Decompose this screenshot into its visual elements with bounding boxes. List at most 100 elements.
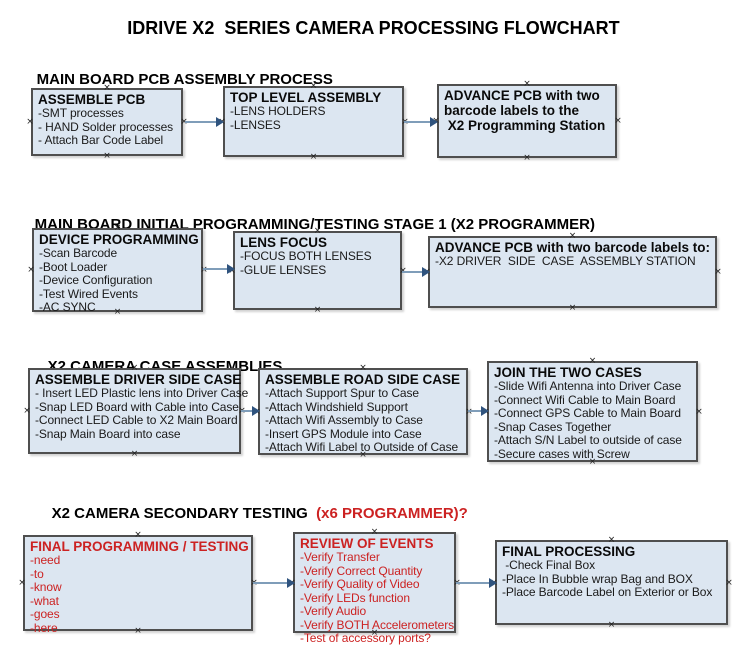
box-line: -Attach Windshield Support: [265, 399, 408, 414]
anchor-x-icon: ×: [370, 527, 379, 537]
anchor-x-icon: ×: [26, 117, 34, 127]
flow-arrow: [185, 117, 224, 127]
anchor-x-icon: ×: [27, 265, 35, 275]
box-title: ASSEMBLE ROAD SIDE CASE: [265, 372, 461, 387]
anchor-x-icon: ×: [398, 266, 408, 276]
section-heading-text: X2 CAMERA SECONDARY TESTING: [51, 505, 312, 522]
box-lines: -LENS HOLDERS-LENSES: [230, 104, 398, 132]
flow-arrow: [468, 406, 489, 416]
anchor-x-icon: ×: [23, 406, 31, 416]
box-line: -Check Final Box: [502, 558, 595, 572]
box-line: -FOCUS BOTH LENSES: [240, 249, 372, 263]
box-line: -need: [30, 553, 61, 567]
anchor-x-icon: ×: [180, 117, 188, 127]
box-line: -Test Wired Events: [39, 286, 138, 301]
box-lines: -Verify Transfer-Verify Correct Quantity…: [300, 550, 454, 646]
box-line: -Connect Wifi Cable to Main Board: [494, 392, 676, 407]
box-line: -Verify Quality of Video: [300, 577, 420, 591]
box-final-programming-testing: FINAL PROGRAMMING / TESTING -need-to-kno…: [18, 530, 258, 636]
box-line: -X2 DRIVER SIDE CASE ASSEMBLY STATION: [435, 254, 696, 268]
anchor-x-icon: ×: [568, 303, 577, 313]
box-line: -Slide Wifi Antenna into Driver Case: [494, 379, 682, 393]
box-title: TOP LEVEL ASSEMBLY: [230, 90, 382, 105]
box-line: -Verify Audio: [300, 604, 367, 618]
box-review-of-events: REVIEW OF EVENTS -Verify Transfer-Verify…: [288, 527, 461, 645]
box-line: -Attach Support Spur to Case: [265, 386, 419, 400]
box-line: -Insert GPS Module into Case: [265, 426, 422, 441]
box-device-programming: DEVICE PROGRAMMING -Scan Barcode-Boot Lo…: [27, 223, 208, 317]
section-heading-pcb-assembly: MAIN BOARD PCB ASSEMBLY PROCESS: [20, 54, 333, 105]
flow-arrow: [402, 267, 430, 277]
box-line: -Snap LED Board with Cable into Case: [35, 399, 239, 414]
box-line: -what: [30, 593, 59, 608]
anchor-x-icon: ×: [313, 305, 322, 315]
anchor-x-icon: ×: [359, 363, 367, 373]
box-line: -AC SYNC: [39, 300, 96, 314]
box-assemble-pcb: ASSEMBLE PCB -SMT processes- HAND Solder…: [26, 83, 188, 161]
anchor-x-icon: ×: [588, 356, 597, 366]
box-line: -GLUE LENSES: [240, 262, 327, 277]
box-line: -Boot Loader: [39, 259, 108, 274]
box-lines: - Insert LED Plastic lens into Driver Ca…: [35, 386, 248, 441]
box-join-the-two-cases: JOIN THE TWO CASES -Slide Wifi Antenna i…: [482, 356, 703, 467]
box-assemble-road-side-case: ASSEMBLE ROAD SIDE CASE -Attach Support …: [253, 363, 473, 460]
box-lines: -need-to-know-what-goes-here: [30, 553, 247, 635]
box-line: -goes: [30, 607, 60, 621]
box-lines: -Scan Barcode-Boot Loader-Device Configu…: [39, 246, 197, 315]
box-lines: -SMT processes- HAND Solder processes- A…: [38, 106, 177, 148]
anchor-x-icon: ×: [568, 231, 577, 241]
anchor-x-icon: ×: [313, 226, 322, 236]
box-advance-pcb-programming-station: ADVANCE PCB with two barcode labels to t…: [432, 79, 622, 163]
anchor-x-icon: ×: [614, 116, 622, 126]
box-line: -Connect GPS Cable to Main Board: [494, 406, 681, 420]
box-line: -Attach Wifi Label to Outside of Case: [265, 440, 459, 454]
anchor-x-icon: ×: [523, 79, 531, 89]
flow-arrow: [241, 406, 260, 416]
flow-arrow: [456, 578, 497, 588]
box-line: -LENS HOLDERS: [230, 104, 326, 118]
anchor-x-icon: ×: [714, 267, 722, 277]
box-line: -Scan Barcode: [39, 246, 118, 260]
box-line: -Device Configuration: [39, 273, 153, 287]
box-title: JOIN THE TWO CASES: [494, 365, 642, 380]
box-line: - HAND Solder processes: [38, 119, 174, 134]
box-line: -Connect LED Cable to X2 Main Board: [35, 413, 238, 427]
box-title: ADVANCE PCB with two barcode labels to:: [435, 240, 711, 255]
anchor-x-icon: ×: [103, 83, 111, 93]
box-final-processing: FINAL PROCESSING -Check Final Box-Place …: [490, 535, 733, 630]
box-lines: -Attach Support Spur to Case-Attach Wind…: [265, 386, 462, 455]
anchor-x-icon: ×: [200, 265, 208, 275]
box-title: FINAL PROGRAMMING / TESTING: [30, 539, 249, 554]
anchor-x-icon: ×: [113, 223, 122, 233]
anchor-x-icon: ×: [134, 626, 142, 636]
box-lines: -X2 DRIVER SIDE CASE ASSEMBLY STATION: [435, 254, 711, 269]
box-title: ASSEMBLE PCB: [38, 92, 146, 107]
section-heading-red-suffix: (x6 PROGRAMMER)?: [311, 505, 468, 522]
box-lines: -Check Final Box-Place In Bubble wrap Ba…: [502, 558, 722, 600]
box-top-level-assembly: TOP LEVEL ASSEMBLY -LENS HOLDERS-LENSES …: [218, 81, 409, 162]
box-line: -Secure cases with Screw: [494, 446, 630, 461]
box-title: DEVICE PROGRAMMING: [39, 232, 199, 247]
page-title: IDRIVE X2 SERIES CAMERA PROCESSING FLOWC…: [127, 18, 620, 38]
box-line: -Verify LEDs function: [300, 590, 410, 605]
anchor-x-icon: ×: [725, 577, 733, 588]
anchor-x-icon: ×: [18, 578, 26, 588]
anchor-x-icon: ×: [130, 449, 139, 459]
box-lines: -FOCUS BOTH LENSES-GLUE LENSES: [240, 249, 396, 277]
anchor-x-icon: ×: [370, 628, 379, 638]
box-line: -Verify Transfer: [300, 550, 380, 564]
box-line: -LENSES: [230, 117, 281, 132]
anchor-x-icon: ×: [134, 530, 142, 540]
anchor-x-icon: ×: [607, 535, 616, 545]
box-assemble-driver-side-case: ASSEMBLE DRIVER SIDE CASE - Insert LED P…: [23, 363, 248, 459]
anchor-x-icon: ×: [588, 457, 597, 467]
box-title: ASSEMBLE DRIVER SIDE CASE: [35, 372, 242, 387]
anchor-x-icon: ×: [309, 152, 318, 162]
box-line: -Attach S/N Label to outside of case: [494, 433, 682, 447]
anchor-x-icon: ×: [103, 151, 111, 161]
section-heading-text: MAIN BOARD PCB ASSEMBLY PROCESS: [36, 71, 333, 88]
box-title: LENS FOCUS: [240, 235, 328, 250]
anchor-x-icon: ×: [113, 307, 122, 317]
box-line: -Snap Main Board into case: [35, 426, 181, 441]
